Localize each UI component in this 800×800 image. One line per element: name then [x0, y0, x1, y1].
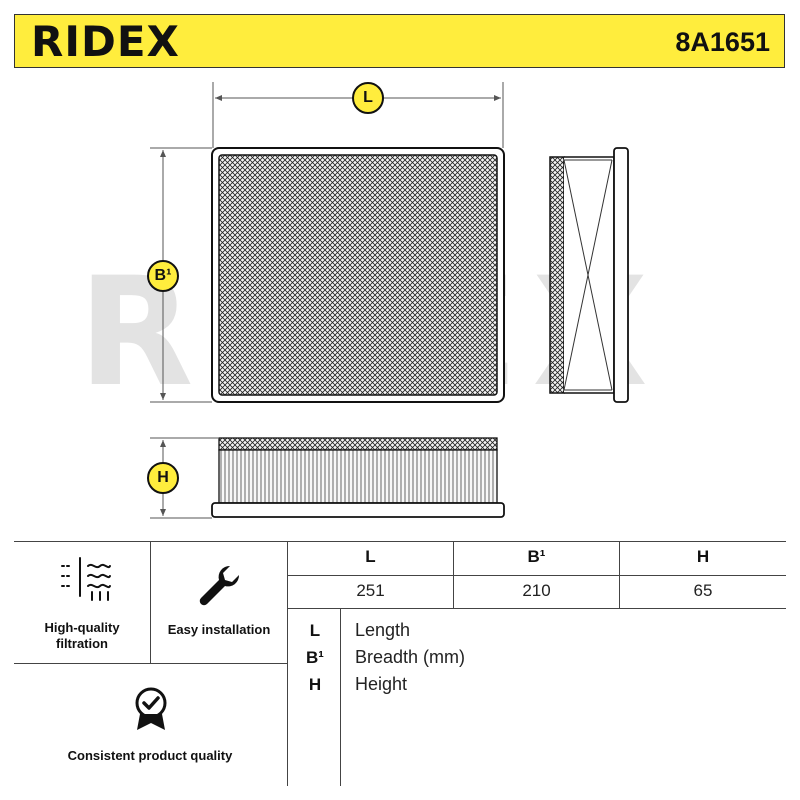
- table-value-height: 65: [693, 581, 713, 600]
- part-number: 8A1651: [675, 27, 770, 57]
- table-header-height: H: [696, 547, 710, 566]
- feature-installation-label: Easy installation: [167, 622, 271, 637]
- length-badge: L: [352, 82, 384, 114]
- table-header-breadth: B¹: [527, 547, 546, 566]
- divider: [14, 541, 786, 542]
- divider: [287, 575, 786, 576]
- header-bar: RIDEX 8A1651: [14, 14, 785, 68]
- wrench-icon: [196, 562, 244, 615]
- feature-filtration-label: High-quality filtration: [44, 620, 120, 651]
- divider: [14, 663, 287, 664]
- brand-logo: RIDEX: [31, 17, 180, 66]
- divider: [287, 608, 786, 609]
- legend-key-height: H: [308, 675, 322, 694]
- table-value-length: 251: [356, 581, 385, 600]
- divider: [287, 541, 288, 786]
- divider: [340, 608, 341, 786]
- divider: [150, 541, 151, 663]
- legend-text-length: Length: [355, 620, 411, 640]
- filter-top-view: [211, 147, 505, 403]
- filtration-icon: [58, 556, 114, 609]
- feature-quality-label: Consistent product quality: [67, 748, 233, 763]
- legend-key-length: L: [309, 621, 321, 640]
- divider: [619, 541, 620, 608]
- table-value-breadth: 210: [522, 581, 551, 600]
- quality-badge-icon: [131, 686, 171, 737]
- filter-front-view: [211, 437, 505, 518]
- table-header-length: L: [365, 547, 376, 566]
- divider: [453, 541, 454, 608]
- height-badge: H: [147, 462, 179, 494]
- technical-drawing: RIDEX: [0, 70, 800, 540]
- filter-drawing-svg: [150, 82, 629, 519]
- filter-side-view: [549, 147, 629, 403]
- legend-key-breadth: B¹: [306, 648, 324, 667]
- legend-text-breadth: Breadth (mm): [355, 647, 466, 667]
- legend-text-height: Height: [355, 674, 408, 694]
- breadth-badge: B¹: [147, 260, 179, 292]
- height-dimension-line: [150, 437, 218, 519]
